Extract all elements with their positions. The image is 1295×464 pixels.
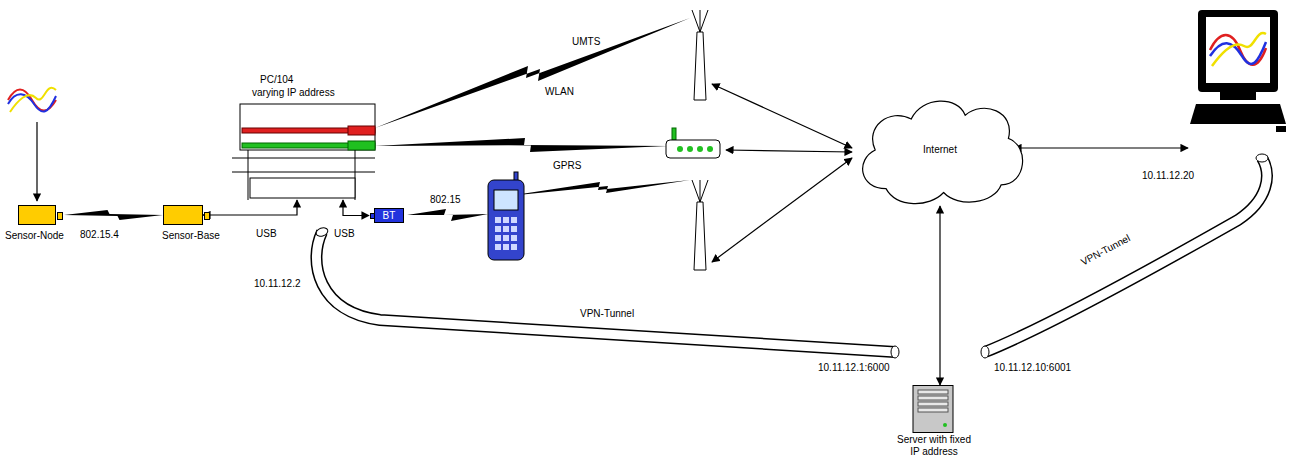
node-text: Internet [923,144,957,156]
cloud-shape [863,101,1023,204]
node-caption: Server with fixed IP address [891,434,977,458]
radio-link [375,138,668,152]
antenna-tower [692,10,708,100]
node-caption: varying IP address [252,87,335,99]
vpn-tunnel [981,154,1268,358]
text-label: GPRS [551,160,583,172]
bluetooth-adapter: BT [374,208,404,223]
radio-link [407,209,488,221]
node-caption: PC/104 [260,74,293,86]
pc104-stack [232,104,375,200]
internet-cloud: Internet [850,92,1030,208]
link-arrow [712,84,1188,262]
sensor-base: Sensor-Base [163,205,203,225]
radio-link [508,180,690,196]
pc104-computer: PC/104varying IP address [230,100,378,200]
sensor-node: Sensor-Node [18,205,56,225]
sensor-signal [8,88,56,112]
connector [203,200,297,215]
text-label: VPN-Tunnel [578,308,636,320]
radio-link [375,18,690,128]
text-label: 10.11.12.1:6000 [816,362,892,374]
edge-label: USB [254,228,279,240]
wlan-router [666,128,720,158]
link-line [343,200,369,216]
mobile-phone [488,172,524,260]
text-label: UMTS [570,36,602,48]
drive-bay [918,408,948,412]
node-caption: Sensor-Base [162,230,220,242]
drive-bay [918,390,948,394]
server-case [913,386,953,433]
edge-label: 802.15.4 [78,229,121,241]
server-tower [905,385,961,433]
node-caption: Sensor-Node [5,230,64,242]
connector-nub [370,213,375,219]
signal-arrow [36,122,37,201]
connector-nub [57,212,63,220]
connector [343,200,369,216]
text-label: WLAN [543,86,576,98]
drive-bay [918,396,948,400]
text-label: 10.11.12.2 [252,278,303,290]
text-label: 10.11.12.20 [1140,170,1196,182]
drive-bay [918,402,948,406]
text-label: VPN-Tunnel [1077,231,1134,269]
link-line [203,200,297,215]
power-led [943,423,947,427]
text-label: 10.11.12.10:6001 [992,362,1073,374]
connector-nub [204,212,210,220]
radio-link [64,210,163,220]
vpn-tunnel [315,226,899,358]
connector [940,206,941,385]
link-line [939,206,940,385]
server: Server with fixed IP address [905,385,961,433]
edge-label: USB [332,228,357,240]
computer-terminal [1190,10,1286,132]
antenna-tower [692,180,708,270]
node-text: BT [383,210,396,222]
connector [64,210,163,220]
text-label: 802.15 [428,194,463,206]
